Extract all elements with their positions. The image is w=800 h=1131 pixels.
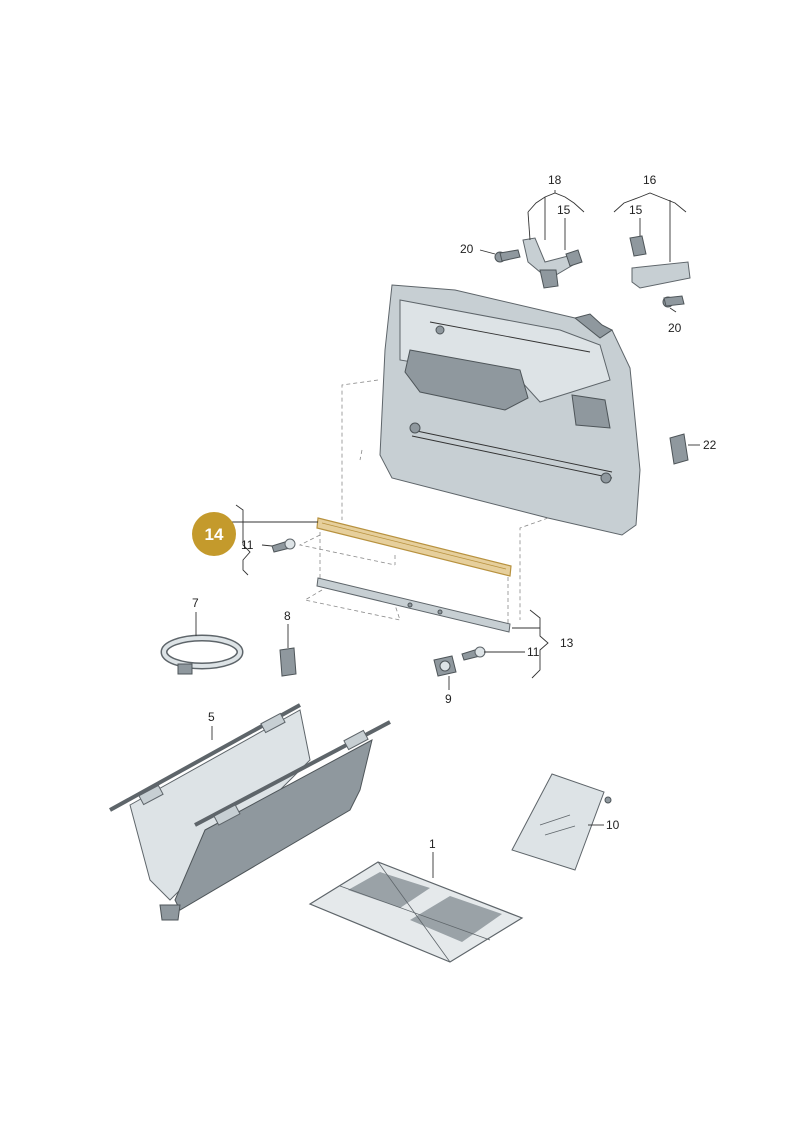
part-22-retainer[interactable] bbox=[669, 433, 689, 465]
part-10-storage-pouch[interactable] bbox=[511, 773, 612, 871]
part-7-strap-ring[interactable] bbox=[160, 634, 244, 675]
callout-13: 13 bbox=[560, 636, 574, 650]
callout-14-badge[interactable]: 14 bbox=[192, 512, 236, 556]
callout-1: 1 bbox=[429, 837, 436, 851]
leader-lines bbox=[195, 190, 700, 878]
callout-20-right: 20 bbox=[668, 321, 682, 335]
callout-7: 7 bbox=[192, 596, 199, 610]
callout-8: 8 bbox=[284, 609, 291, 623]
callout-labels: 18 15 20 16 15 20 22 11 11 13 7 8 9 5 10… bbox=[192, 173, 717, 851]
part-13-rail[interactable] bbox=[316, 577, 511, 633]
callout-15-right: 15 bbox=[629, 203, 643, 217]
callout-16: 16 bbox=[643, 173, 657, 187]
part-18-bracket-assembly[interactable] bbox=[494, 237, 583, 289]
screw-11-left[interactable] bbox=[271, 538, 296, 553]
part-9-grommet[interactable] bbox=[433, 655, 457, 677]
part-14-trim-strip[interactable] bbox=[316, 517, 512, 577]
part-16-bracket-assembly[interactable] bbox=[629, 235, 691, 308]
screw-11-right[interactable] bbox=[461, 646, 486, 661]
callout-20-left: 20 bbox=[460, 242, 474, 256]
callout-15-left: 15 bbox=[557, 203, 571, 217]
callout-11-right: 11 bbox=[527, 645, 540, 659]
part-5-luggage-partition[interactable] bbox=[109, 703, 391, 921]
callout-10: 10 bbox=[606, 818, 620, 832]
callout-5: 5 bbox=[208, 710, 215, 724]
part-8-cover-clip[interactable] bbox=[279, 647, 297, 677]
side-trim-panel[interactable] bbox=[379, 284, 641, 536]
callout-18: 18 bbox=[548, 173, 562, 187]
callout-14: 14 bbox=[205, 525, 224, 544]
part-1-floor-net[interactable] bbox=[308, 861, 524, 963]
callout-9: 9 bbox=[445, 692, 452, 706]
alignment-lines bbox=[298, 379, 549, 630]
callout-11-left: 11 bbox=[241, 538, 254, 552]
callout-22: 22 bbox=[703, 438, 717, 452]
